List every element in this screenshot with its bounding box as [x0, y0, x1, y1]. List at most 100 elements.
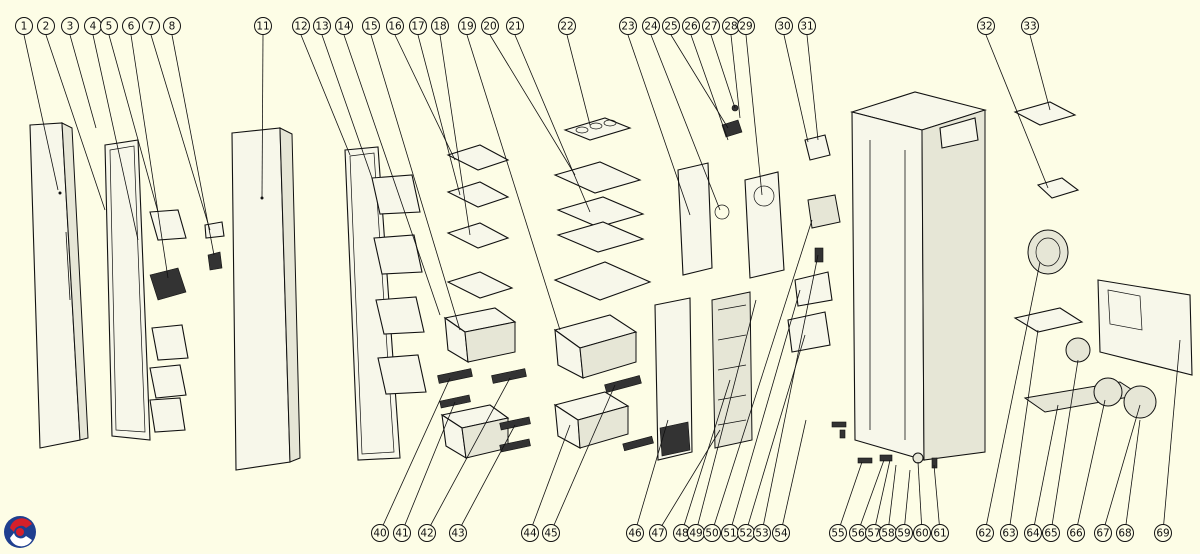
part-number-bubble: [1116, 524, 1134, 542]
part-crisper-upper-left: [443, 307, 517, 364]
part-number-label: 11: [256, 21, 269, 33]
part-number-label: 26: [684, 21, 698, 33]
part-number-bubble: [449, 524, 467, 542]
part-number-bubble: [976, 524, 994, 542]
part-number-bubble: [702, 17, 720, 35]
part-number-bubble: [1154, 524, 1172, 542]
part-number-bubble: [977, 17, 995, 35]
part-number-bubble: [753, 524, 771, 542]
part-number-label: 33: [1023, 21, 1036, 33]
part-number-label: 61: [933, 528, 946, 540]
part-number-bubble: [371, 524, 389, 542]
part-number-bubble: [619, 17, 637, 35]
part-rail-45: [604, 375, 642, 393]
part-number-bubble: [313, 17, 331, 35]
part-number-label: 18: [433, 21, 446, 33]
part-number-label: 42: [420, 528, 433, 540]
part-number-bubble: [122, 17, 140, 35]
part-number-label: 6: [128, 21, 135, 33]
part-number-label: 46: [628, 528, 642, 540]
part-number-bubble: [335, 17, 353, 35]
part-number-label: 63: [1002, 528, 1015, 540]
part-number-label: 47: [651, 528, 664, 540]
part-number-label: 50: [705, 528, 718, 540]
part-number-bubble: [913, 524, 931, 542]
part-number-label: 48: [675, 528, 688, 540]
part-number-label: 55: [831, 528, 844, 540]
part-number-bubble: [1042, 524, 1060, 542]
part-control-board-32: [1036, 177, 1080, 199]
part-number-bubble: [163, 17, 181, 35]
part-hinges-and-feet: [831, 421, 938, 469]
part-number-label: 31: [800, 21, 813, 33]
part-number-label: 69: [1156, 528, 1169, 540]
part-number-label: 57: [867, 528, 880, 540]
parts-drawing: [23, 34, 1193, 533]
part-back-cover: [1097, 279, 1193, 376]
part-number-bubble: [386, 17, 404, 35]
part-number-bubble: [829, 524, 847, 542]
part-glass-shelves-right: [553, 161, 652, 301]
part-damper-assembly: [721, 104, 743, 138]
part-number-bubble: [1021, 17, 1039, 35]
part-glass-shelves-left: [446, 144, 514, 299]
part-number-bubble: [772, 524, 790, 542]
part-door-gasket-1: [104, 139, 151, 441]
part-number-bubble: [895, 524, 913, 542]
part-number-bubble: [393, 524, 411, 542]
part-number-bubble: [481, 17, 499, 35]
part-number-bubble: [737, 17, 755, 35]
part-number-label: 16: [388, 21, 402, 33]
part-number-bubble: [642, 17, 660, 35]
part-number-bubble: [409, 17, 427, 35]
part-number-label: 7: [148, 21, 155, 33]
part-crisper-upper-right: [553, 314, 638, 379]
part-number-label: 62: [978, 528, 991, 540]
part-number-bubble: [37, 17, 55, 35]
part-number-bubble: [521, 524, 539, 542]
part-number-label: 64: [1026, 528, 1040, 540]
part-number-label: 12: [294, 21, 307, 33]
part-number-label: 29: [739, 21, 752, 33]
part-number-label: 53: [755, 528, 768, 540]
part-number-bubble: [1067, 524, 1085, 542]
part-number-label: 28: [724, 21, 737, 33]
part-number-label: 52: [739, 528, 752, 540]
leader-lines: [23, 34, 1181, 533]
part-rear-panel-46: [654, 297, 693, 461]
part-number-label: 17: [411, 21, 424, 33]
part-number-bubble: [649, 524, 667, 542]
part-number-label: 13: [315, 21, 328, 33]
part-number-label: 2: [43, 21, 50, 33]
part-rail-45b: [622, 435, 654, 452]
part-number-bubble: [458, 17, 476, 35]
part-evaporator: [711, 291, 753, 449]
part-number-bubble: [431, 17, 449, 35]
part-number-bubble: [626, 524, 644, 542]
part-number-bubble: [100, 17, 118, 35]
part-number-label: 24: [644, 21, 658, 33]
part-number-bubble: [662, 17, 680, 35]
part-number-label: 58: [881, 528, 894, 540]
part-number-label: 32: [979, 21, 992, 33]
part-number-bubble: [558, 17, 576, 35]
part-number-label: 51: [723, 528, 736, 540]
part-number-label: 54: [774, 528, 788, 540]
part-number-bubble: [362, 17, 380, 35]
part-number-label: 67: [1096, 528, 1109, 540]
part-cabinet: [850, 91, 987, 461]
part-freezer-door: [29, 122, 89, 449]
part-number-bubble: [1094, 524, 1112, 542]
part-number-label: 20: [483, 21, 496, 33]
part-number-bubble: [15, 17, 33, 35]
part-rails: [437, 368, 531, 453]
part-6: [207, 251, 223, 271]
part-number-bubble: [798, 17, 816, 35]
part-number-label: 21: [508, 21, 521, 33]
part-number-bubble: [418, 524, 436, 542]
part-number-label: 56: [851, 528, 865, 540]
part-number-bubble: [931, 524, 949, 542]
part-ice-parts: [787, 134, 841, 353]
